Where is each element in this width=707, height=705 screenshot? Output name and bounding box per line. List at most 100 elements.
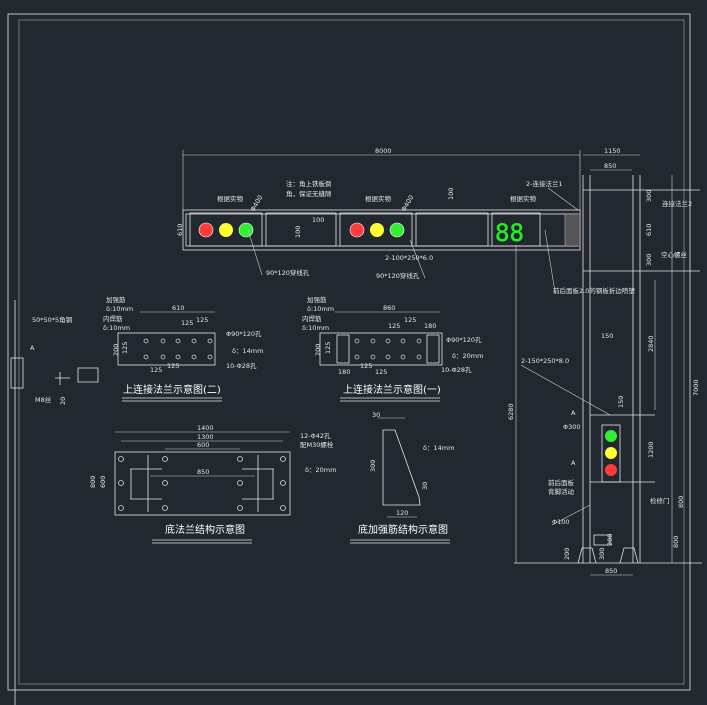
dim: 200 (606, 534, 614, 546)
label: δ：20mm (305, 466, 336, 474)
dim: 125 (404, 316, 416, 324)
dim-850: 850 (604, 162, 616, 170)
dim: 125 (167, 362, 179, 370)
note: 注：角上铁板倒 (286, 179, 332, 188)
label: 10-Φ28孔 (441, 366, 472, 374)
dim: 30 (421, 482, 429, 490)
arm-annotations: 根据实物 根据实物 根据实物 注：角上铁板倒 角，保证无缝隙 2-连接法兰1 连… (176, 179, 692, 295)
dim: 800 (89, 476, 97, 488)
note: 根据实物 (217, 194, 244, 203)
signal-head-1 (198, 222, 254, 238)
label: 加强筋 (307, 295, 327, 304)
dim: 120 (396, 509, 408, 517)
green-lamp (605, 430, 617, 442)
dim: 1400 (197, 424, 214, 432)
label: δ：14mm (423, 444, 454, 452)
red-lamp (198, 222, 214, 238)
green-lamp (389, 222, 405, 238)
hatched-flange (564, 213, 581, 247)
label: δ:10mm (302, 324, 329, 332)
dim: 860 (383, 304, 395, 312)
dim: 300 (645, 254, 653, 266)
label: 配M30螺栓 (300, 440, 334, 449)
angle-steel-detail: 50*50*5角钢 M8丝 20 A (10, 300, 99, 705)
dim: 125 (324, 342, 332, 354)
dim: 180 (338, 368, 350, 376)
label: 内焊筋 (103, 314, 123, 323)
dim: 800 (672, 536, 680, 548)
note: M8丝 (35, 395, 52, 404)
dim: 125 (375, 368, 387, 376)
dim: 850 (605, 567, 617, 575)
dim: 100 (312, 216, 324, 224)
horizontal-arm: 8000 1150 850 (182, 147, 640, 251)
dim: 610 (172, 304, 184, 312)
label: δ：14mm (232, 347, 263, 355)
note: 根据实物 (365, 194, 392, 203)
note: 背脚活动 (548, 487, 575, 496)
dim: 150 (601, 332, 613, 340)
red-lamp (349, 222, 365, 238)
label: 10-Φ28孔 (226, 362, 257, 370)
note: 2-150*250*8.0 (521, 357, 569, 365)
dim: 125 (121, 342, 129, 354)
dim: 125 (388, 322, 400, 330)
dim: 125 (150, 366, 162, 374)
dim: 600 (197, 441, 209, 449)
green-lamp (238, 222, 254, 238)
signal-head-2 (349, 222, 405, 238)
dim: 200 (563, 548, 571, 560)
dim: 300 (645, 190, 653, 202)
note: Φ100 (552, 518, 570, 526)
dim: 100 (447, 188, 455, 200)
dim: 200 (314, 344, 322, 356)
dim: 800 (677, 496, 685, 508)
note: 2-100*250*6.0 (385, 254, 433, 262)
label: Φ90*120孔 (446, 336, 482, 344)
dim: 1200 (647, 441, 655, 458)
note: 连接法兰2 (662, 199, 692, 208)
dim: 125 (360, 362, 372, 370)
dim: 610 (176, 224, 184, 236)
label: δ:10mm (103, 324, 130, 332)
note: 检修门 (650, 496, 670, 505)
dim: 600 (99, 476, 107, 488)
dim: 125 (196, 316, 208, 324)
base-rib-diagram: 30 300 δ：14mm 30 120 底加强筋结构示意图 (350, 411, 454, 544)
note: 前后面板 (548, 478, 575, 487)
label: δ:10mm (106, 305, 133, 313)
red-lamp (605, 464, 617, 476)
dim: 2840 (647, 335, 655, 352)
inner-frame (18, 19, 685, 685)
yellow-lamp (605, 447, 617, 459)
dim: 30 (372, 411, 380, 419)
note: 前后面板2.0的钢板折边喷塑 (553, 286, 635, 295)
label: Φ90*120孔 (226, 330, 262, 338)
label: δ：20mm (452, 352, 483, 360)
pole: 6280 7000 2840 1200 150 800 800 200 300 … (507, 175, 702, 576)
base-flange-diagram: 1400 1300 600 850 800 600 12-Φ42孔 配M30螺栓… (89, 424, 336, 544)
dim-1150: 1150 (604, 147, 621, 155)
label: 加强筋 (106, 295, 126, 304)
dim: 610 (645, 224, 653, 236)
dim: 6280 (507, 403, 515, 420)
note: A (571, 409, 576, 417)
diagram-title: 上连接法兰示意图(一) (343, 383, 441, 396)
flange-diagram-2: 加强筋 δ:10mm 内焊筋 δ:10mm 610 125 125 125 12… (103, 295, 263, 402)
dim: 200 (112, 344, 120, 356)
note: A (30, 344, 35, 352)
diagram-title: 底法兰结构示意图 (165, 523, 245, 536)
diagram-title: 上连接法兰示意图(二) (123, 383, 221, 396)
dim-arm-length: 8000 (375, 147, 392, 155)
note: 空心螺丝 (661, 250, 688, 259)
label: 内焊筋 (302, 314, 322, 323)
dim: 300 (598, 548, 606, 560)
note: 50*50*5角钢 (32, 315, 73, 324)
dim: 300 (369, 460, 377, 472)
dim: 1300 (197, 433, 214, 441)
diagram-title: 底加强筋结构示意图 (358, 523, 448, 536)
note: A (571, 459, 576, 467)
dim: 850 (197, 468, 209, 476)
note: 90*120穿线孔 (376, 271, 420, 280)
yellow-lamp (219, 223, 233, 237)
